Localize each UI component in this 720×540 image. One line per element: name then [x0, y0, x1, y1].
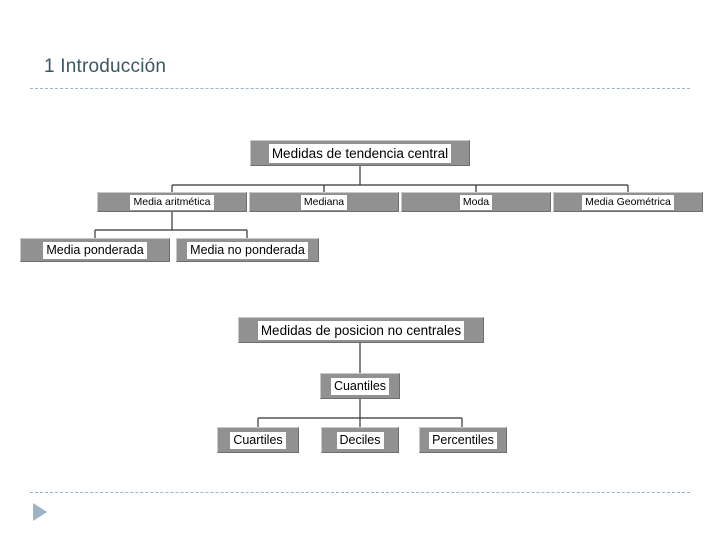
- node-label: Media no ponderada: [187, 241, 308, 259]
- node-media-aritmetica[interactable]: Media aritmética: [97, 192, 247, 212]
- node-media-no-ponderada[interactable]: Media no ponderada: [176, 238, 319, 262]
- node-label: Medidas de tendencia central: [268, 143, 452, 163]
- footer-divider-rule: [30, 492, 690, 493]
- node-label: Mediana: [300, 194, 348, 210]
- node-cuartiles[interactable]: Cuartiles: [217, 427, 299, 453]
- node-cuantiles[interactable]: Cuantiles: [320, 373, 400, 399]
- node-medidas-de-posicion-no-centrales[interactable]: Medidas de posicion no centrales: [238, 317, 484, 343]
- node-deciles[interactable]: Deciles: [321, 427, 399, 453]
- header-divider-rule: [30, 88, 690, 89]
- node-label: Moda: [459, 194, 493, 210]
- node-label: Cuantiles: [330, 377, 390, 395]
- node-label: Percentiles: [429, 431, 497, 449]
- node-percentiles[interactable]: Percentiles: [419, 427, 507, 453]
- node-label: Media ponderada: [43, 241, 147, 259]
- node-moda[interactable]: Moda: [401, 192, 551, 212]
- node-label: Medidas de posicion no centrales: [257, 320, 465, 340]
- node-media-geometrica[interactable]: Media Geométrica: [553, 192, 703, 212]
- diagram-medidas-posicion-no-centrales: Medidas de posicion no centrales Cuantil…: [0, 305, 720, 475]
- node-medidas-de-tendencia-central[interactable]: Medidas de tendencia central: [250, 140, 470, 166]
- node-media-ponderada[interactable]: Media ponderada: [20, 238, 170, 262]
- node-label: Cuartiles: [230, 431, 286, 449]
- diagram-medidas-tendencia-central: Medidas de tendencia central Media aritm…: [0, 130, 720, 280]
- node-label: Media Geométrica: [582, 194, 674, 210]
- play-triangle-icon: [33, 503, 47, 521]
- node-label: Media aritmética: [130, 194, 214, 210]
- node-mediana[interactable]: Mediana: [249, 192, 399, 212]
- page-title: 1 Introducción: [44, 56, 167, 77]
- node-label: Deciles: [336, 431, 384, 449]
